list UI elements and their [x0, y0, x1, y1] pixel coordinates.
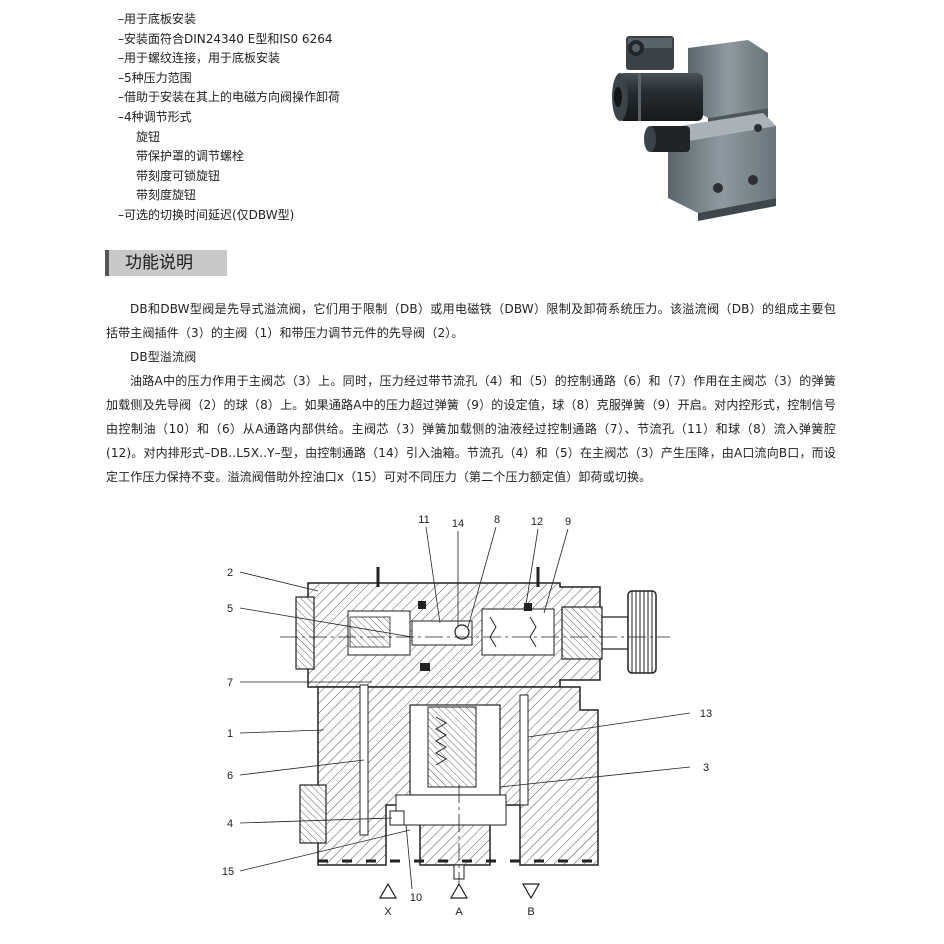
feature-item: –用于螺纹连接，用于底板安装 — [118, 51, 281, 66]
valve-photo — [612, 36, 776, 221]
port-a-symbol — [449, 882, 469, 899]
callout-11: 11 — [418, 514, 429, 526]
port-b-symbol — [521, 883, 541, 900]
feature-item: 带刻度旋钮 — [136, 188, 197, 203]
callout-10: 10 — [410, 892, 422, 904]
callout-5: 5 — [227, 603, 233, 615]
feature-item: –可选的切换时间延迟(仅DBW型) — [118, 207, 295, 222]
feature-list: –用于底板安装 –安装面符合DIN24340 E型和IS0 6264 –用于螺纹连接… — [118, 10, 538, 226]
callout-1: 1 — [227, 728, 233, 740]
port-a-label: A — [455, 906, 463, 918]
feature-item: –5种压力范围 — [118, 70, 192, 85]
callout-3: 3 — [703, 762, 709, 774]
callout-13: 13 — [700, 708, 712, 720]
callout-2: 2 — [227, 567, 233, 579]
callout-6: 6 — [227, 770, 233, 782]
feature-item: –4种调节形式 — [118, 109, 192, 124]
description-paragraph: DB和DBW型阀是先导式溢流阀，它们用于限制（DB）或用电磁铁（DBW）限制及卸… — [106, 302, 836, 340]
callout-14: 14 — [452, 518, 464, 530]
feature-item: –安装面符合DIN24340 E型和IS0 6264 — [118, 31, 333, 46]
callout-8: 8 — [494, 514, 500, 526]
port-x-symbol — [378, 882, 398, 899]
valve-cross-section-diagram: 2 5 7 1 6 4 15 11 14 8 12 9 13 3 10 X A … — [222, 514, 712, 918]
callout-15: 15 — [222, 866, 234, 878]
callout-7: 7 — [227, 677, 233, 689]
function-description: DB和DBW型阀是先导式溢流阀，它们用于限制（DB）或用电磁铁（DBW）限制及卸… — [106, 297, 836, 489]
callout-12: 12 — [531, 516, 543, 528]
connector-plug-icon — [626, 36, 674, 70]
paragraph-subheading: DB型溢流阀 — [130, 350, 197, 364]
callout-4: 4 — [227, 818, 233, 830]
pilot-valve-section — [295, 567, 601, 688]
adjustment-knob-icon — [561, 590, 657, 674]
valve-body — [668, 40, 776, 221]
description-paragraph: 油路A中的压力作用于主阀芯（3）上。同时，压力经过带节流孔（4）和（5）的控制通… — [106, 374, 836, 484]
main-valve-body — [299, 684, 599, 880]
port-x-label: X — [384, 906, 392, 918]
feature-item: –借助于安装在其上的电磁方向阀操作卸荷 — [118, 90, 341, 105]
solenoid-coil-icon — [612, 73, 703, 121]
port-b-label: B — [527, 906, 534, 918]
feature-item: –用于底板安装 — [118, 12, 197, 26]
feature-item: 带刻度可锁旋钮 — [136, 168, 221, 183]
section-title: 功能说明 — [105, 250, 227, 276]
feature-item: 旋钮 — [136, 129, 161, 144]
feature-item: 带保护罩的调节螺栓 — [136, 149, 245, 164]
callout-9: 9 — [565, 516, 571, 528]
adjustment-knob-icon — [644, 126, 690, 152]
